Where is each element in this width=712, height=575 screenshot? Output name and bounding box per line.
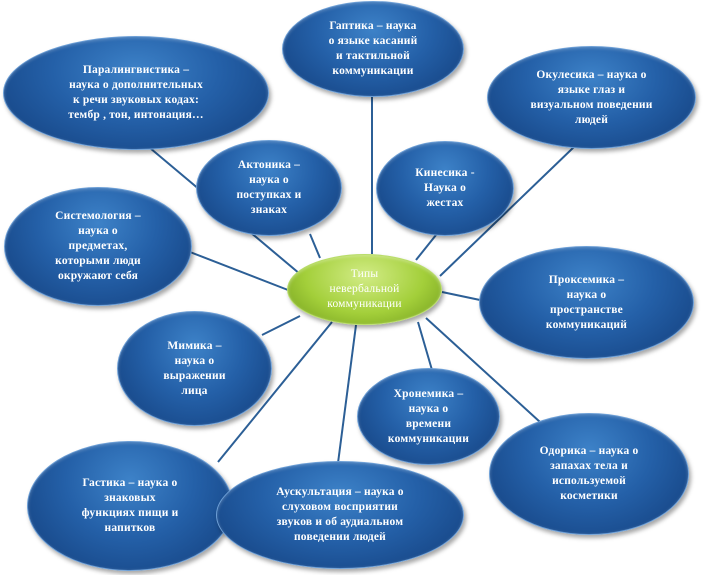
node-gaptika: Гаптика – наука о языке касаний и тактил… [282, 1, 464, 97]
node-center: Типы невербальной коммуникации [287, 254, 442, 325]
line-sistemologiya [189, 251, 289, 291]
line-auskultatsiya [337, 324, 357, 464]
line-odorika [425, 317, 541, 423]
node-odorika: Одорика – наука о запахах тела и использ… [489, 413, 689, 535]
line-proksemika [441, 291, 481, 301]
node-paralingvistika: Паралингвистика – наука о дополнительных… [3, 36, 269, 150]
line-gastika [217, 321, 333, 463]
node-khronemika: Хронемика – наука о времени коммуникации [357, 368, 500, 465]
node-label: Мимика – наука о выражении лица [163, 339, 226, 397]
node-label: Проксемика – наука о пространстве коммун… [545, 273, 628, 331]
node-label: Одорика – наука о запахах тела и использ… [539, 445, 639, 502]
node-label: Аускультация – наука о слуховом восприят… [276, 486, 404, 543]
line-khronemika [417, 321, 433, 371]
node-mimika: Мимика – наука о выражении лица [117, 311, 272, 426]
center-label: Типы невербальной коммуникации [327, 268, 402, 310]
node-kinesika: Кинесика - Наука о жестах [376, 141, 514, 236]
line-mimika [261, 315, 301, 336]
node-okulesika: Окулесика – наука о языке глаз и визуаль… [487, 46, 696, 149]
node-label: Окулесика – наука о языке глаз и визуаль… [530, 68, 653, 126]
node-proksemika: Проксемика – наука о пространстве коммун… [479, 246, 694, 359]
node-label: Кинесика - Наука о жестах [415, 167, 475, 209]
node-gastika: Гастика – наука о знаковых функциях пищи… [27, 441, 233, 571]
node-label: Гаптика – наука о языке касаний и тактил… [328, 20, 418, 77]
node-label: Системология – наука о предметах, которы… [55, 210, 141, 282]
line-aktonika [309, 233, 321, 259]
node-aktonika: Актоника – наука о поступках и знаках [196, 140, 342, 236]
node-label: Паралингвистика – наука о дополнительных… [68, 64, 204, 121]
node-label: Хронемика – наука о времени коммуникации [387, 387, 470, 445]
node-auskultatsiya: Аускультация – наука о слуховом восприят… [216, 461, 464, 569]
node-label: Гастика – наука о знаковых функциях пищи… [81, 477, 179, 534]
line-okulesika [439, 145, 576, 277]
node-sistemologiya: Системология – наука о предметах, которы… [4, 187, 192, 306]
node-label: Актоника – наука о поступках и знаках [236, 159, 302, 216]
